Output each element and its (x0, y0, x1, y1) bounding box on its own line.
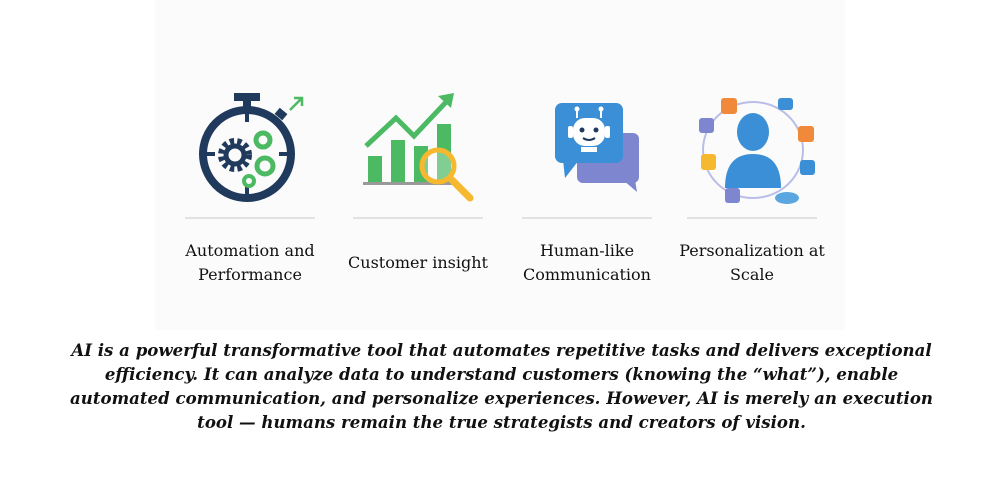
chatbot-icon (507, 85, 667, 210)
caption-line: automated communication, and personalize… (70, 388, 933, 408)
feature-personalization: Personalization at Scale (672, 85, 832, 287)
feature-label: Personalization at Scale (679, 241, 825, 284)
feature-label: Human-like Communication (523, 241, 651, 284)
caption-line: tool — humans remain the true strategist… (197, 412, 806, 432)
summary-caption: AI is a powerful transformative tool tha… (0, 338, 1003, 434)
feature-label: Automation and Performance (185, 241, 315, 284)
divider (353, 217, 483, 219)
stopwatch-gears-icon (170, 85, 330, 210)
divider (522, 217, 652, 219)
divider (687, 217, 817, 219)
caption-line: efficiency. It can analyze data to under… (104, 364, 899, 384)
caption-line: AI is a powerful transformative tool tha… (71, 340, 932, 360)
feature-label: Customer insight (348, 253, 488, 272)
user-network-icon (672, 85, 832, 210)
feature-automation: Automation and Performance (170, 85, 330, 287)
divider (185, 217, 315, 219)
chart-magnifier-icon (338, 85, 498, 210)
feature-customer-insight: Customer insight (338, 85, 498, 287)
feature-communication: Human-like Communication (507, 85, 667, 287)
